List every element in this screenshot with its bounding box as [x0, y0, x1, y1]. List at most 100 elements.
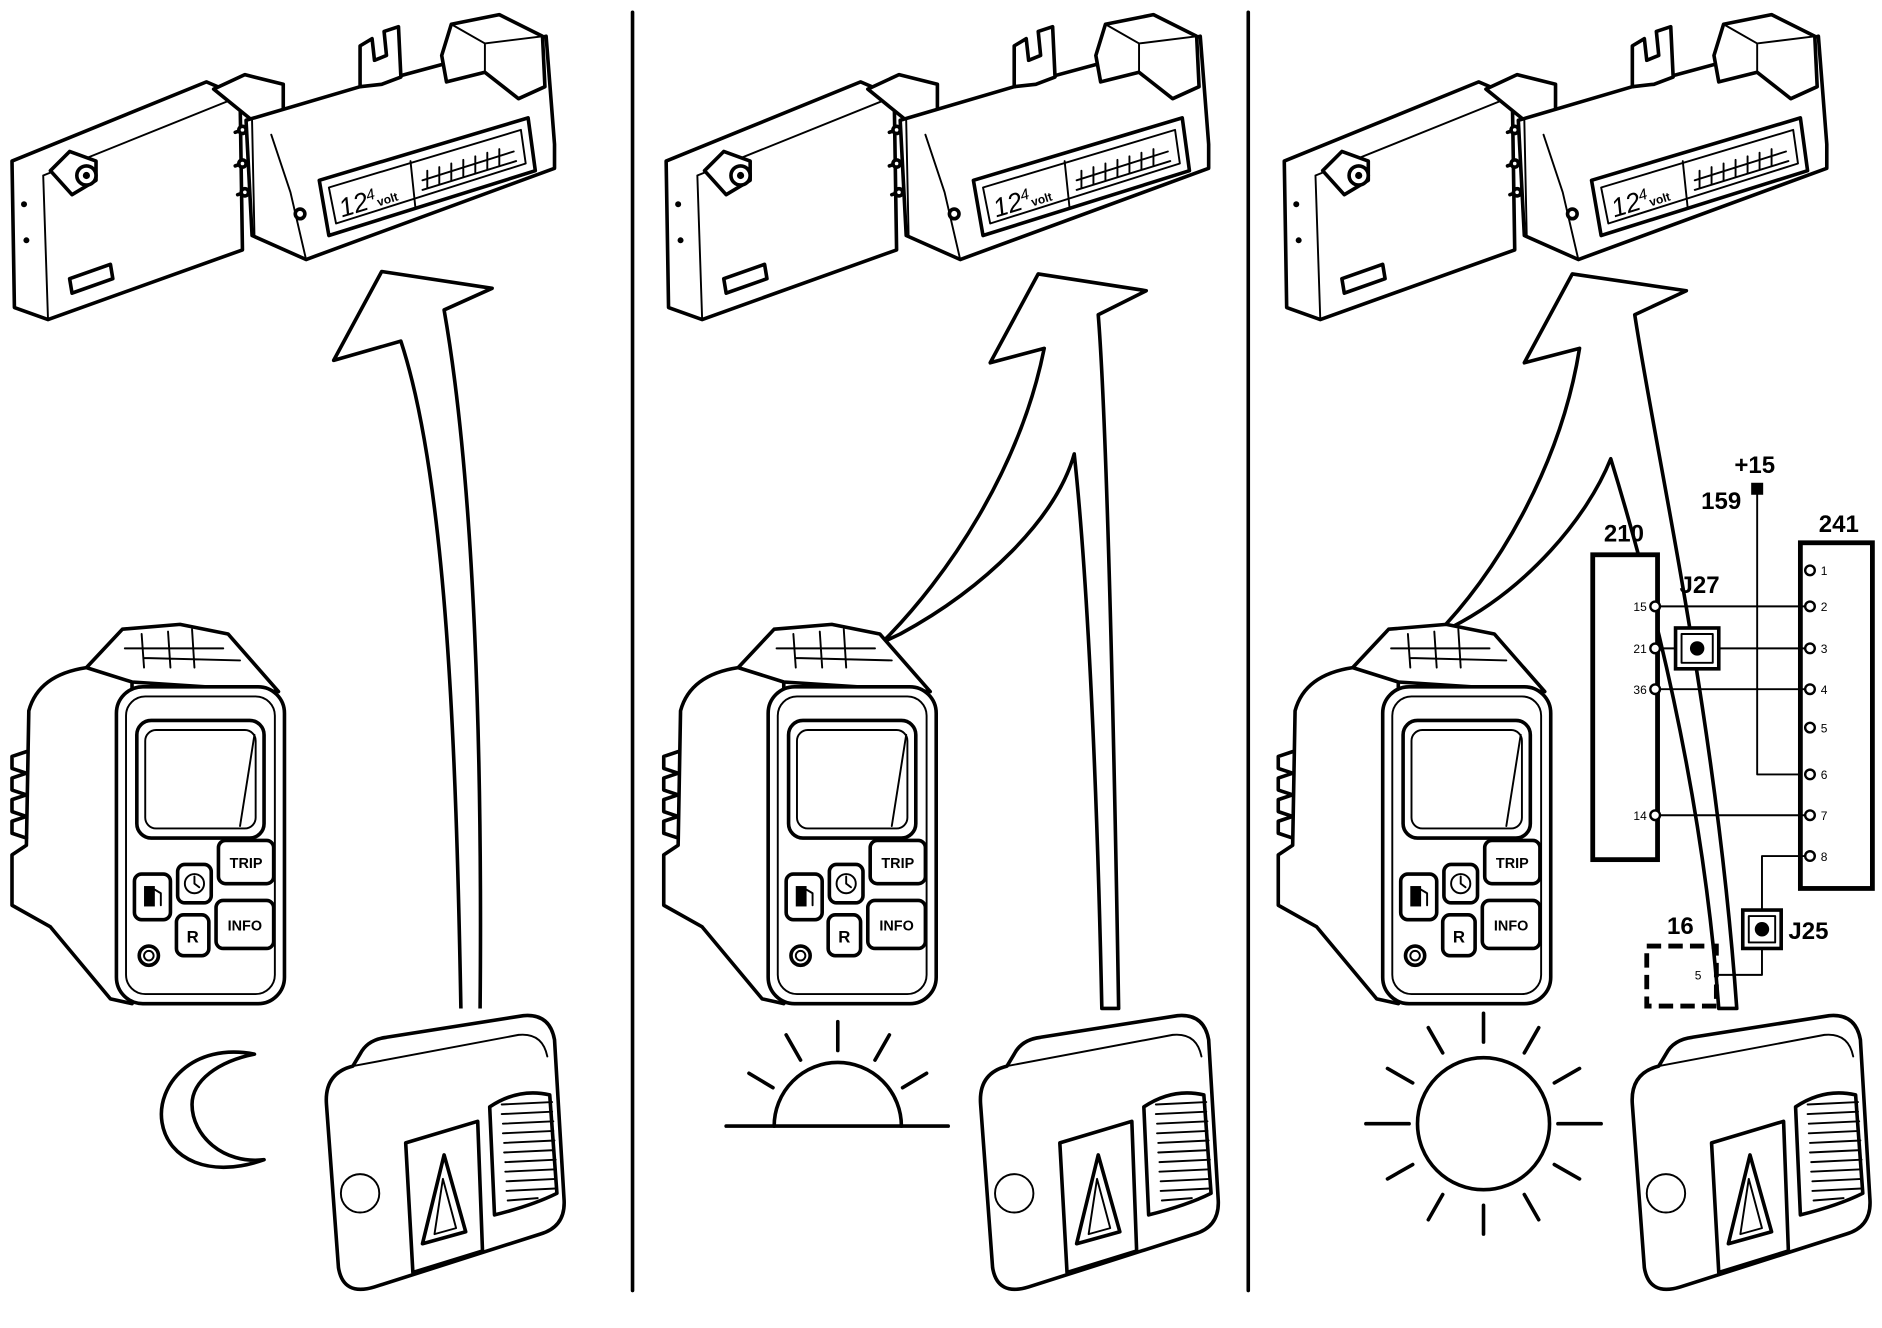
fuel-pump-body — [1410, 886, 1422, 907]
control-unit-housing — [10, 660, 134, 1006]
wire-label: 159 — [1701, 488, 1741, 515]
trip-button — [216, 838, 276, 886]
junction-j27-inner — [1680, 633, 1714, 664]
holder-screw — [1565, 207, 1579, 221]
trip-button-label: TRIP — [230, 856, 263, 872]
warning-triangle-inner — [1739, 1177, 1763, 1236]
control-unit-ribs — [661, 749, 680, 840]
warning-triangle-icon — [420, 1153, 468, 1246]
hazard-switch-indicator — [994, 1173, 1035, 1214]
control-unit-top-ridges — [775, 628, 893, 669]
hazard-switch — [1630, 1013, 1872, 1292]
info-button-label: INFO — [1494, 918, 1528, 934]
control-unit-screen — [1401, 718, 1533, 840]
half-sun-disc — [772, 1060, 904, 1128]
hazard-switch-edge — [351, 1033, 549, 1068]
display-window-inner — [982, 128, 1181, 225]
control-unit-screen — [786, 718, 918, 840]
reset-button — [826, 913, 863, 958]
holder-tower — [1630, 24, 1675, 89]
holder-block — [1712, 12, 1819, 101]
instrument-display-holder: 124volt — [10, 12, 557, 322]
clock-hands — [845, 875, 852, 889]
screen-depth-line — [239, 733, 256, 827]
holder-slot — [1340, 262, 1387, 295]
display-window-inner — [327, 128, 527, 225]
trip-button — [868, 838, 928, 886]
pin-label: 8 — [1821, 850, 1828, 864]
hazard-switch-triangle-frame — [1058, 1119, 1139, 1275]
holder-right-module: 124volt — [865, 12, 1211, 262]
fuel-pump-hose — [805, 888, 814, 907]
holder-screw — [947, 207, 961, 221]
clip — [239, 186, 251, 198]
pin — [1649, 809, 1662, 822]
display-divider — [409, 160, 417, 208]
sun-disc — [1415, 1055, 1552, 1192]
junction-j25-inner — [1747, 915, 1777, 944]
holder-block-edge — [1722, 23, 1816, 74]
control-unit-screen-inner — [1410, 729, 1523, 830]
sun-rays — [747, 1019, 929, 1090]
trip-button — [1482, 838, 1542, 886]
light-sensor — [137, 944, 161, 968]
clip — [237, 158, 248, 169]
right-module-edge — [1523, 119, 1580, 261]
voltage-reading: 124volt — [335, 177, 401, 223]
latch-pivot-center — [736, 171, 745, 180]
control-unit-screen-inner — [144, 729, 257, 830]
panel-dawn: 124volt — [661, 12, 1221, 1292]
supply-wire — [1756, 493, 1807, 776]
clock-face — [183, 873, 206, 895]
voltage-unit: volt — [1029, 190, 1054, 210]
right-module-step — [1484, 72, 1558, 123]
control-unit-ribs — [1276, 749, 1295, 840]
holder-tower — [1012, 24, 1057, 89]
fuel-pump-hose — [153, 888, 162, 907]
panel-night: 124volt — [10, 12, 566, 1292]
control-unit-screen-inner — [796, 729, 909, 830]
light-sensor-center — [143, 949, 155, 962]
display-bar-graph — [421, 148, 518, 191]
holder-block-edge — [450, 23, 544, 74]
pin-label: 36 — [1633, 683, 1647, 697]
left-module-body — [664, 80, 899, 322]
thumbwheel-knurling — [1806, 1101, 1863, 1202]
clock-icon — [183, 873, 206, 895]
trip-button-label: TRIP — [881, 856, 914, 872]
hazard-switch-triangle-frame — [1709, 1119, 1791, 1275]
pin — [1803, 683, 1816, 696]
holder-right-module: 124volt — [211, 12, 557, 262]
clip — [893, 186, 905, 198]
light-sensor-center — [794, 949, 807, 962]
supply-terminal — [1751, 482, 1764, 495]
pin — [1803, 768, 1816, 781]
junction-j27-label: J27 — [1680, 572, 1720, 599]
clock-face — [835, 873, 857, 895]
component-16-pin-label: 5 — [1695, 969, 1702, 983]
thumbwheel-knurling — [500, 1101, 557, 1202]
pin-label: 3 — [1821, 642, 1828, 656]
info-button — [1480, 898, 1542, 951]
moon-icon — [159, 1050, 266, 1170]
control-unit-top-ridges — [1390, 628, 1508, 669]
screen-depth-line — [1505, 733, 1522, 827]
instrument-display-holder: 124volt — [664, 12, 1211, 322]
module-rivet — [21, 201, 28, 208]
pin-label: 5 — [1821, 721, 1828, 735]
holder-block — [1094, 12, 1201, 101]
latch-pivot-center — [82, 171, 91, 180]
control-unit-ribs — [10, 749, 29, 840]
display-window-inner — [1600, 128, 1799, 225]
module-rivet — [1293, 201, 1300, 208]
module-rivet — [1295, 237, 1302, 244]
holder-left-module — [1282, 80, 1517, 322]
holder-slot — [67, 262, 115, 295]
display-divider — [1063, 160, 1071, 208]
control-unit-housing — [661, 660, 786, 1006]
reset-button — [1440, 913, 1477, 958]
hazard-switch-triangle-frame — [403, 1119, 485, 1275]
junction-j25-dot — [1754, 922, 1770, 937]
right-module-step — [865, 72, 940, 123]
wire — [1717, 855, 1807, 976]
